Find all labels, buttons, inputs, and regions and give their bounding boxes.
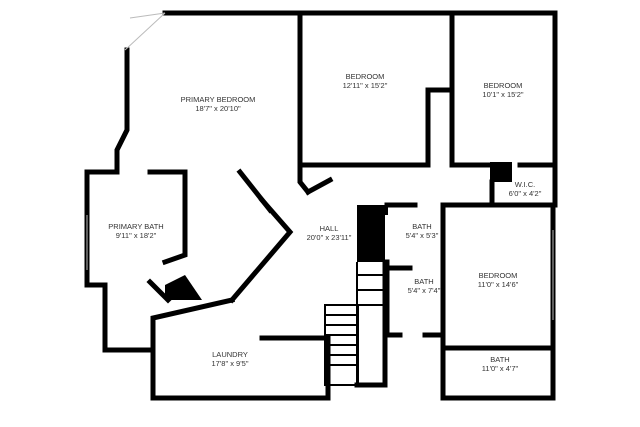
room-size: 11'0" x 4'7": [482, 364, 519, 373]
room-hall: HALL 20'0" x 23'11": [307, 224, 352, 242]
room-bath-1: BATH 5'4" x 5'3": [406, 222, 439, 240]
room-name: BEDROOM: [479, 271, 518, 280]
room-name: HALL: [320, 224, 339, 233]
room-wic: W.I.C. 6'0" x 4'2": [509, 180, 542, 198]
room-bedroom-2: BEDROOM 10'1" x 15'2": [482, 81, 523, 99]
room-size: 6'0" x 4'2": [509, 189, 542, 198]
room-size: 12'11" x 15'2": [343, 81, 388, 90]
room-primary-bath: PRIMARY BATH 9'11" x 18'2": [108, 222, 163, 240]
stairs: [324, 262, 385, 386]
room-name: PRIMARY BATH: [108, 222, 163, 231]
room-primary-bedroom: PRIMARY BEDROOM 18'7" x 20'10": [181, 95, 256, 113]
room-name: BEDROOM: [346, 72, 385, 81]
room-size: 17'8" x 9'5": [212, 359, 249, 368]
room-size: 5'4" x 7'4": [408, 286, 441, 295]
room-name: BATH: [490, 355, 509, 364]
room-bedroom-1: BEDROOM 12'11" x 15'2": [343, 72, 388, 90]
room-size: 10'1" x 15'2": [482, 90, 523, 99]
room-bedroom-3: BEDROOM 11'0" x 14'6": [478, 271, 519, 289]
room-name: PRIMARY BEDROOM: [181, 95, 256, 104]
room-name: BATH: [412, 222, 431, 231]
room-name: BATH: [414, 277, 433, 286]
room-size: 5'4" x 5'3": [406, 231, 439, 240]
room-size: 9'11" x 18'2": [116, 231, 157, 240]
room-name: W.I.C.: [515, 180, 535, 189]
walls: [84, 10, 558, 401]
room-name: LAUNDRY: [212, 350, 248, 359]
room-size: 11'0" x 14'6": [478, 280, 519, 289]
room-bath-3: BATH 11'0" x 4'7": [482, 355, 519, 373]
room-size: 18'7" x 20'10": [195, 104, 241, 113]
room-size: 20'0" x 23'11": [307, 233, 352, 242]
room-laundry: LAUNDRY 17'8" x 9'5": [212, 350, 249, 368]
room-name: BEDROOM: [484, 81, 523, 90]
room-bath-2: BATH 5'4" x 7'4": [408, 277, 441, 295]
